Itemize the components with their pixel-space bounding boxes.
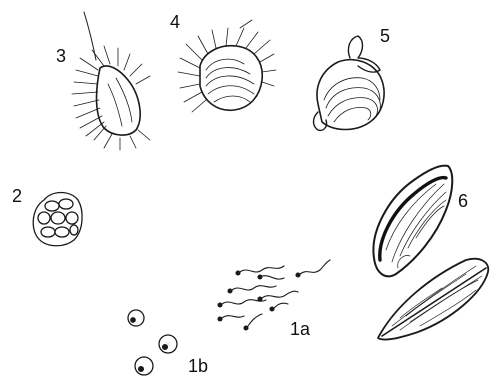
- stage-4-larva-drawing: [178, 20, 276, 112]
- stage-6-label: 6: [458, 192, 468, 210]
- stage-4-label: 4: [170, 13, 180, 31]
- stage-5-shell-drawing: [314, 36, 385, 130]
- stage-3-label: 3: [56, 47, 66, 65]
- stage-3-larva-drawing: [72, 12, 150, 150]
- stage-2-label: 2: [12, 187, 22, 205]
- stage-1a-sperm-drawing: [218, 260, 330, 330]
- stage-1b-eggs-drawing: [128, 310, 177, 375]
- stage-1a-label: 1a: [290, 320, 310, 338]
- stage-2-cell-cluster-drawing: [33, 193, 82, 246]
- stage-6-adult-mussel-upper-drawing: [373, 166, 452, 277]
- stage-5-label: 5: [380, 27, 390, 45]
- stage-1b-label: 1b: [188, 357, 208, 375]
